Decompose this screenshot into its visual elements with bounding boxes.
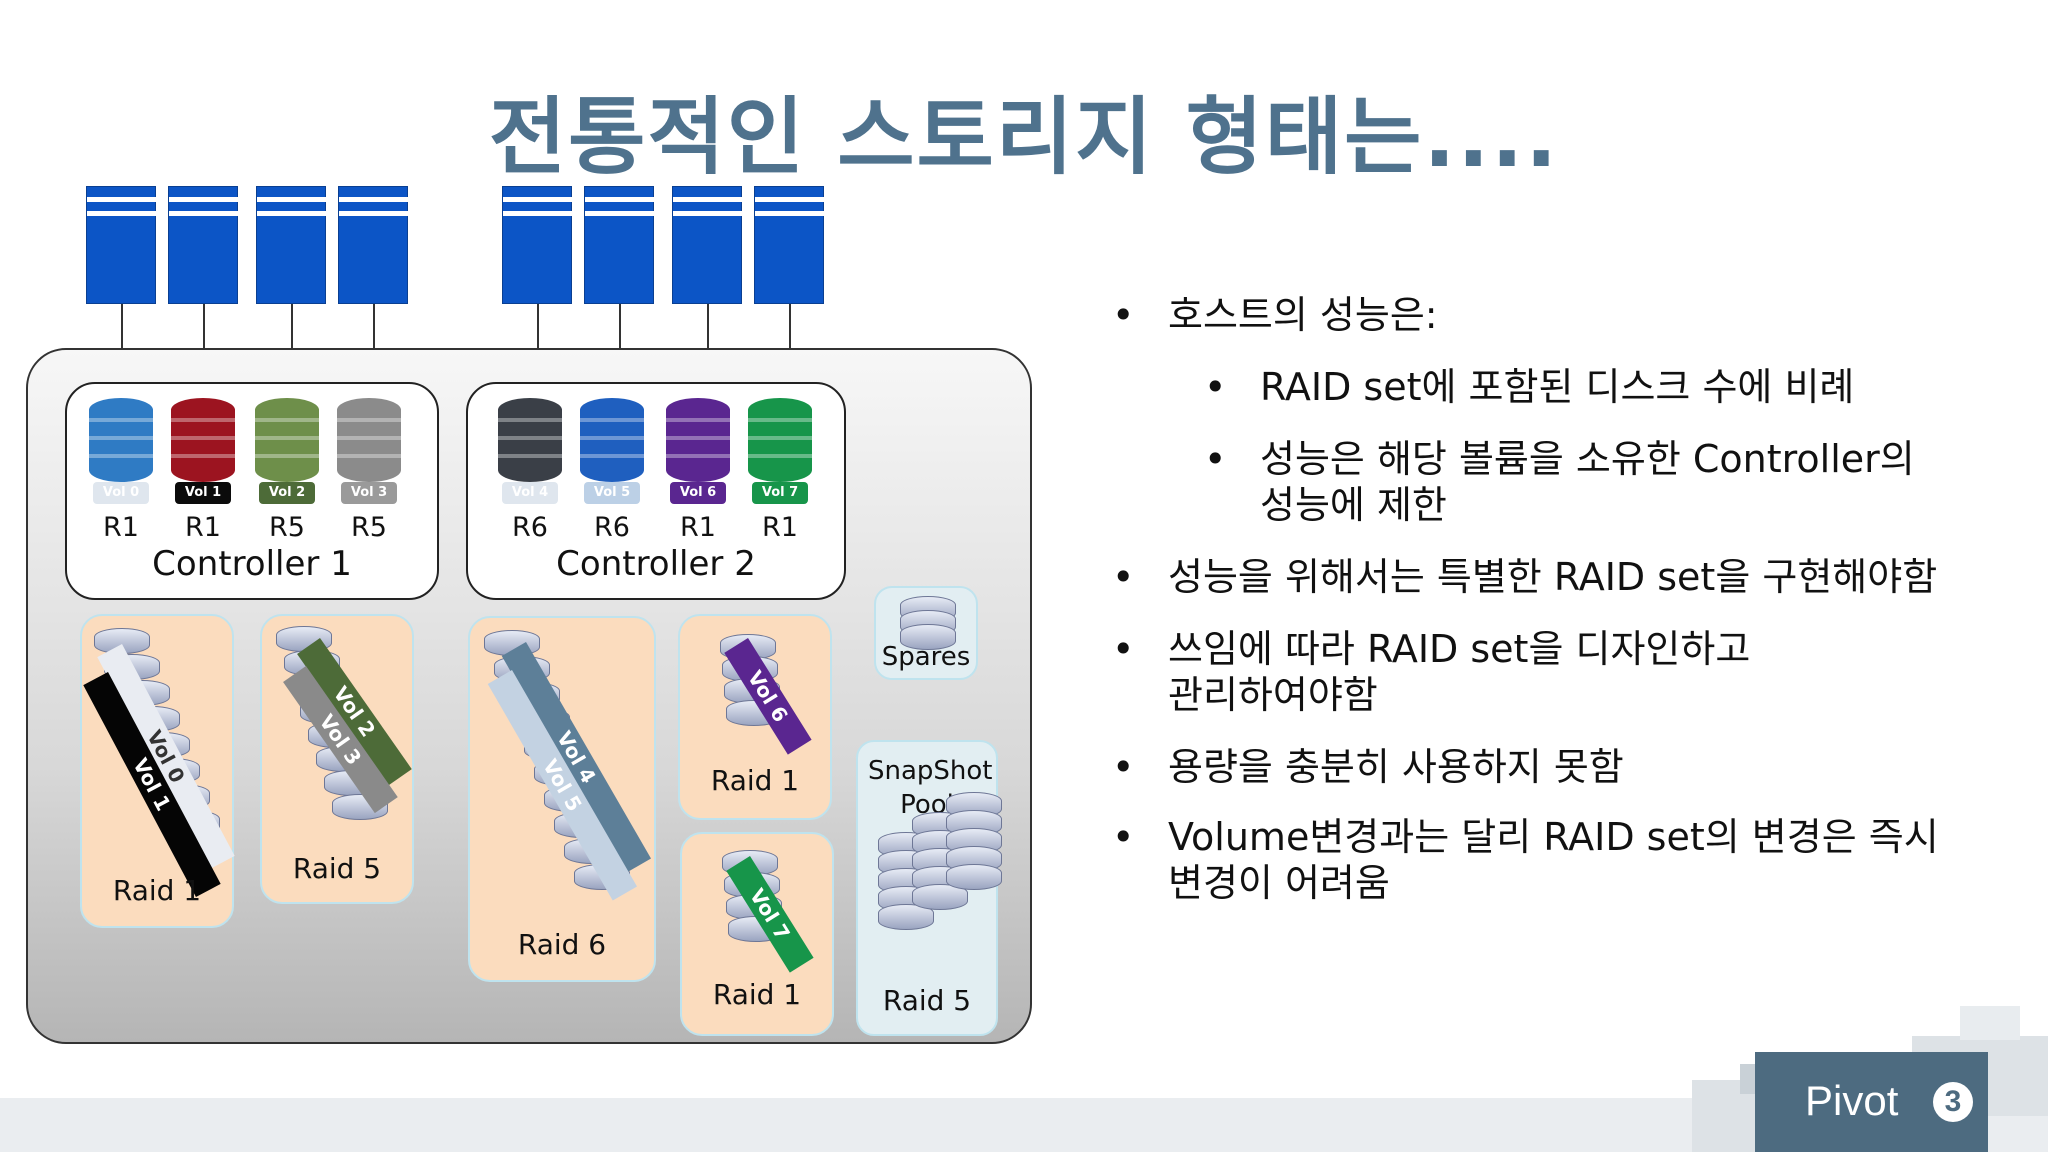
server-icon: [256, 186, 327, 304]
bullet-text: 쓰임에 따라 RAID set을 디자인하고 관리하여야함: [1168, 627, 1751, 717]
connector-line: [291, 304, 293, 348]
volume-tag: Vol 6: [670, 482, 726, 504]
volume-tag: Vol 3: [341, 482, 397, 504]
connector-line: [619, 304, 621, 348]
volume-tag: Vol 2: [259, 482, 315, 504]
spares-group: Spares: [874, 586, 978, 680]
bullet-text: 용량을 충분히 사용하지 못함: [1168, 745, 1624, 789]
connector-line: [373, 304, 375, 348]
bullet-item: • 성능을 위해서는 특별한 RAID set을 구현해야함: [1112, 554, 2028, 600]
disk-icon: [946, 864, 1002, 890]
raid-group: Vol 0 Vol 1 Raid 1: [80, 614, 235, 928]
bullet-text: 호스트의 성능은:: [1168, 293, 1438, 337]
raid-group: Vol 2 Vol 3 Raid 5: [260, 614, 414, 904]
raid-type-label: R1: [762, 512, 798, 543]
database-icon: Vol 6 R1: [666, 398, 730, 543]
server-icon: [168, 186, 239, 304]
raid-group-label: Raid 5: [292, 852, 382, 885]
raid-type-label: R1: [185, 512, 221, 543]
raid-group-label: Raid 6: [517, 928, 607, 961]
bullet-dot-icon: •: [1204, 365, 1227, 409]
bullet-dot-icon: •: [1112, 815, 1135, 859]
bullet-dot-icon: •: [1112, 555, 1135, 599]
raid-group-label: Raid 1: [710, 764, 800, 797]
volume-tag: Vol 5: [584, 482, 640, 504]
server-icon: [754, 186, 825, 304]
spares-label: Spares: [881, 642, 971, 672]
volume-tag: Vol 0: [93, 482, 149, 504]
raid-type-label: R6: [594, 512, 630, 543]
database-icon: Vol 0 R1: [89, 398, 153, 543]
bullet-text: RAID set에 포함된 디스크 수에 비례: [1260, 365, 1855, 409]
raid-type-label: R1: [680, 512, 716, 543]
bullet-item: • 용량을 충분히 사용하지 못함: [1112, 744, 2008, 790]
bullet-dot-icon: •: [1204, 437, 1227, 481]
raid-type-label: R6: [512, 512, 548, 543]
raid-group: Vol 6 Raid 1: [678, 614, 832, 820]
volume-tag: Vol 7: [752, 482, 808, 504]
bullet-text: 성능은 해당 볼륨을 소유한 Controller의 성능에 제한: [1260, 437, 1915, 527]
bullet-item: • 호스트의 성능은:: [1112, 292, 2008, 338]
snapshot-raid-label: Raid 5: [882, 984, 972, 1017]
bullet-dot-icon: •: [1112, 293, 1135, 337]
server-icon: [672, 186, 743, 304]
bullet-dot-icon: •: [1112, 627, 1135, 671]
logo-mark: 3: [1933, 1082, 1973, 1122]
connector-line: [121, 304, 123, 348]
controller-1-label: Controller 1: [152, 544, 352, 584]
raid-group-label: Raid 1: [112, 874, 202, 907]
controller-2: Vol 4 R6 Vol 5 R6 Vol 6 R1 Vol 7 R1 Controller …: [466, 382, 846, 600]
server-icon: [338, 186, 409, 304]
server-icon: [584, 186, 655, 304]
controller-2-label: Controller 2: [556, 544, 756, 584]
database-icon: Vol 5 R6: [580, 398, 644, 543]
database-icon: Vol 4 R6: [498, 398, 562, 543]
disk-icon: [900, 624, 956, 650]
raid-group-label: Raid 1: [712, 978, 802, 1011]
bullet-item: • RAID set에 포함된 디스크 수에 비례: [1204, 364, 2020, 410]
database-icon: Vol 2 R5: [255, 398, 319, 543]
server-icon: [86, 186, 157, 304]
database-icon: Vol 3 R5: [337, 398, 401, 543]
logo-text: Pivot: [1805, 1077, 1899, 1124]
connector-line: [537, 304, 539, 348]
bullet-text: Volume변경과는 달리 RAID set의 변경은 즉시 변경이 어려움: [1168, 815, 1939, 905]
snapshot-pool: SnapShot Pool Raid 5: [856, 740, 1002, 1036]
bullet-dot-icon: •: [1112, 745, 1135, 789]
connector-line: [789, 304, 791, 348]
raid-group: Vol 7 Raid 1: [680, 832, 834, 1036]
bullet-text: 성능을 위해서는 특별한 RAID set을 구현해야함: [1168, 555, 1938, 599]
decor-square: [1960, 1006, 2020, 1040]
volume-tag: Vol 1: [175, 482, 231, 504]
bullet-item: • Volume변경과는 달리 RAID set의 변경은 즉시 변경이 어려움: [1112, 814, 1968, 906]
server-icon: [502, 186, 573, 304]
raid-type-label: R5: [351, 512, 387, 543]
connector-line: [203, 304, 205, 348]
controller-1: Vol 0 R1 Vol 1 R1 Vol 2 R5 Vol 3 R5 Controller …: [65, 382, 439, 600]
raid-group: Vol 4 Vol 5 Raid 6: [468, 616, 656, 982]
bullet-item: • 쓰임에 따라 RAID set을 디자인하고 관리하여야함: [1112, 626, 1788, 718]
raid-type-label: R5: [269, 512, 305, 543]
volume-tag: Vol 4: [502, 482, 558, 504]
storage-array: Vol 0 R1 Vol 1 R1 Vol 2 R5 Vol 3 R5 Controller …: [26, 348, 1032, 1044]
database-icon: Vol 7 R1: [748, 398, 812, 543]
slide-title: 전통적인 스토리지 형태는....: [488, 88, 1560, 186]
database-icon: Vol 1 R1: [171, 398, 235, 543]
bullet-item: • 성능은 해당 볼륨을 소유한 Controller의 성능에 제한: [1204, 436, 1960, 528]
raid-type-label: R1: [103, 512, 139, 543]
connector-line: [707, 304, 709, 348]
